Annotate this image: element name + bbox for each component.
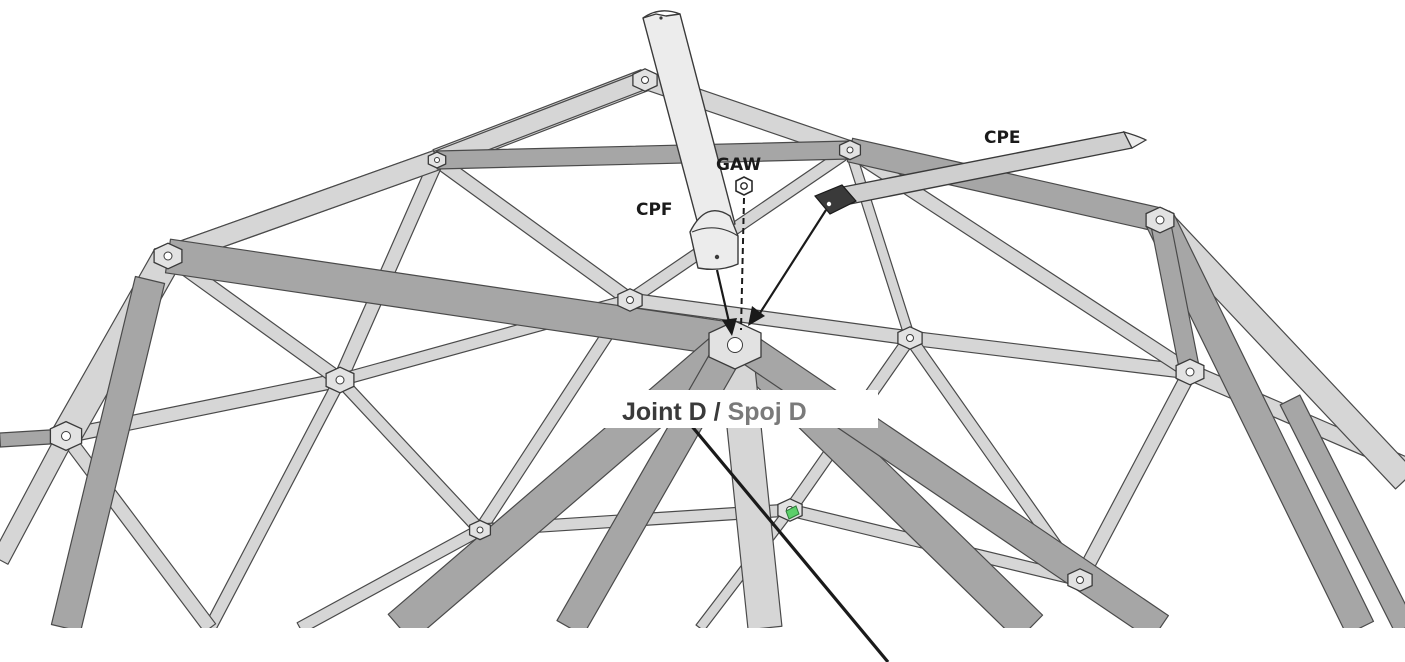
part-cpf-pipe xyxy=(642,10,739,271)
hub-bolt xyxy=(476,526,484,534)
joint-label-alt: Spoj D xyxy=(728,398,807,426)
frame-strut xyxy=(50,275,166,628)
frame-strut xyxy=(335,375,485,535)
frame-strut xyxy=(0,431,75,565)
highlight-joint-marker xyxy=(785,505,800,520)
hub-bolt xyxy=(846,146,854,154)
label-gaw: GAW xyxy=(716,155,761,175)
hub-bolt xyxy=(626,296,634,304)
hub-bolt xyxy=(906,334,914,342)
frame-strut xyxy=(1073,368,1197,584)
assembly-arrows xyxy=(688,197,890,662)
hub-bolt xyxy=(641,76,649,84)
gaw-nut-icon xyxy=(735,176,753,196)
hub-bolt xyxy=(163,251,173,261)
hub-bolt xyxy=(335,375,345,385)
label-cpf: CPF xyxy=(636,200,673,220)
hub-bolt xyxy=(434,157,440,163)
label-cpe: CPE xyxy=(984,128,1021,148)
hub-bolt xyxy=(1185,367,1195,377)
hub-bolt xyxy=(1155,215,1165,225)
frame-strut xyxy=(1279,394,1405,628)
frame-strut xyxy=(725,326,1170,628)
hub-bolt xyxy=(61,431,71,441)
frame-strut xyxy=(204,376,346,628)
joint-label: Joint D / Spoj D xyxy=(604,390,878,428)
joint-label-main: Joint D / xyxy=(622,398,728,426)
part-cpe-pipe xyxy=(814,131,1148,215)
hub-bolt xyxy=(727,337,743,353)
svg-text:Joint D / Spoj D: Joint D / Spoj D xyxy=(622,398,807,426)
hub-connectors xyxy=(49,68,1205,592)
hub-bolt xyxy=(1076,576,1084,584)
